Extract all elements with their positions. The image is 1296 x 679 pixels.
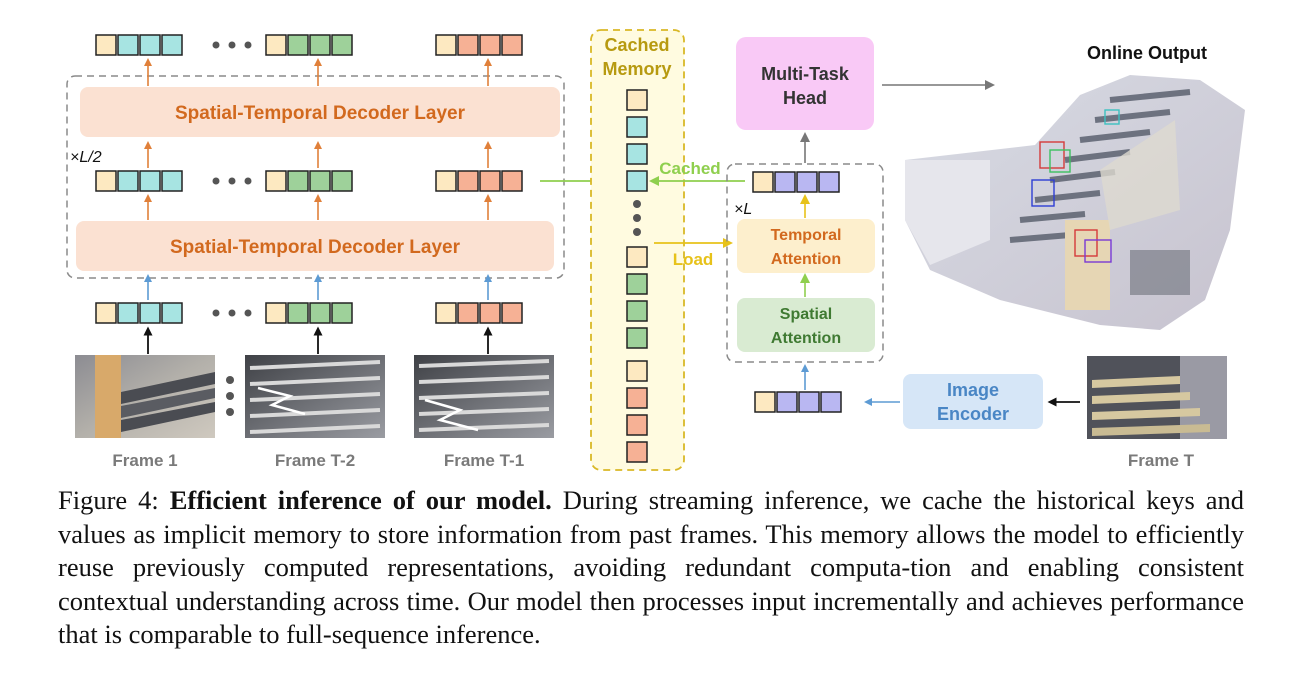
multitask-head xyxy=(736,37,874,130)
attention-output-tokens xyxy=(752,171,840,193)
decoder-layer-top-label: Spatial-Temporal Decoder Layer xyxy=(175,103,466,124)
repeat-block-frame xyxy=(66,75,565,279)
multitask-head-line2: Head xyxy=(783,88,827,108)
decoder-layer-bottom xyxy=(76,221,554,271)
intermediate-token-row xyxy=(95,170,523,192)
figure-caption: Figure 4: Efficient inference of our mod… xyxy=(58,484,1244,652)
image-encoder-line2: Encoder xyxy=(937,404,1009,424)
image-encoder-line1: Image xyxy=(947,380,999,400)
spatial-attention-line1: Spatial xyxy=(780,306,832,323)
repeat-label-right: ×L xyxy=(734,201,752,218)
frame-t-1-image xyxy=(414,355,554,438)
decoder-layer-bottom-label: Spatial-Temporal Decoder Layer xyxy=(170,237,461,258)
online-output-reconstruction xyxy=(905,75,1245,330)
caption-label: Figure 4: xyxy=(58,485,159,515)
cached-memory-tokens xyxy=(626,89,648,463)
temporal-attention-line1: Temporal xyxy=(771,227,842,244)
image-encoder xyxy=(903,374,1043,429)
frame-1-label: Frame 1 xyxy=(112,451,177,470)
architecture-diagram: Spatial-Temporal Decoder Layer ×L/2 Spat… xyxy=(66,29,1245,471)
cached-memory-title-line1: Cached xyxy=(604,35,669,55)
caption-text: During streaming inference, we cache the… xyxy=(58,485,1245,650)
cached-arrow-label: Cached xyxy=(659,159,720,178)
repeat-label-left: ×L/2 xyxy=(70,149,102,166)
online-output-title: Online Output xyxy=(1087,43,1207,63)
frame-1-image xyxy=(75,355,215,438)
multitask-head-line1: Multi-Task xyxy=(761,64,850,84)
caption-title: Efficient inference of our model. xyxy=(169,485,552,515)
load-arrow-label: Load xyxy=(673,250,714,269)
frame-t-image xyxy=(1087,356,1227,439)
cached-memory-title-line2: Memory xyxy=(602,59,671,79)
encoded-input-tokens xyxy=(754,391,842,413)
temporal-attention xyxy=(737,219,875,273)
input-token-row xyxy=(95,302,523,324)
spatial-attention xyxy=(737,298,875,352)
attention-block-frame xyxy=(726,163,884,363)
frame-t-2-image xyxy=(245,355,385,438)
output-token-row xyxy=(95,34,523,56)
frame-t-1-label: Frame T-1 xyxy=(444,451,524,470)
decoder-layer-top xyxy=(80,87,560,137)
frame-t-label: Frame T xyxy=(1128,451,1195,470)
temporal-attention-line2: Attention xyxy=(771,251,841,268)
spatial-attention-line2: Attention xyxy=(771,330,841,347)
frame-t-2-label: Frame T-2 xyxy=(275,451,355,470)
